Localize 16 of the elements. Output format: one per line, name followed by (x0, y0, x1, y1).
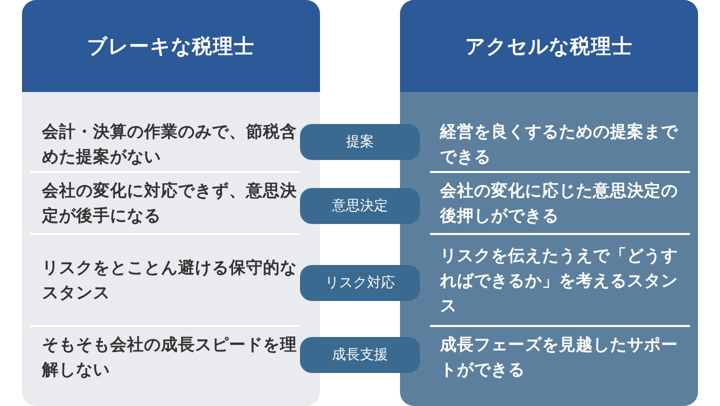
category-pill: リスク対応 (300, 265, 420, 301)
comparison-card (400, 0, 698, 406)
card-header: アクセルな税理士 (400, 0, 698, 92)
card-text: そもそも会社の成長スピードを理解しない (42, 334, 298, 381)
card-text: リスクを伝えたうえで「どうすればできるか」を考えるスタンス (440, 244, 679, 316)
card-text: 成長フェーズを見越したサポートができる (440, 334, 679, 381)
card-text: リスクをとことん避ける保守的なスタンス (42, 257, 298, 304)
card-text: 会社の変化に応じた意思決定の後押しができる (440, 180, 679, 227)
card-header: ブレーキな税理士 (22, 0, 320, 92)
category-pill: 提案 (300, 124, 420, 160)
card-text: 経営を良くするための提案までできる (440, 121, 680, 168)
category-pill: 成長支援 (300, 337, 420, 373)
category-pill: 意思決定 (300, 188, 420, 224)
comparison-card (22, 0, 320, 406)
card-text: 会社の変化に対応できず、意思決定が後手になる (42, 180, 298, 227)
card-text: 会計・決算の作業のみで、節税含めた提案がない (42, 121, 298, 168)
